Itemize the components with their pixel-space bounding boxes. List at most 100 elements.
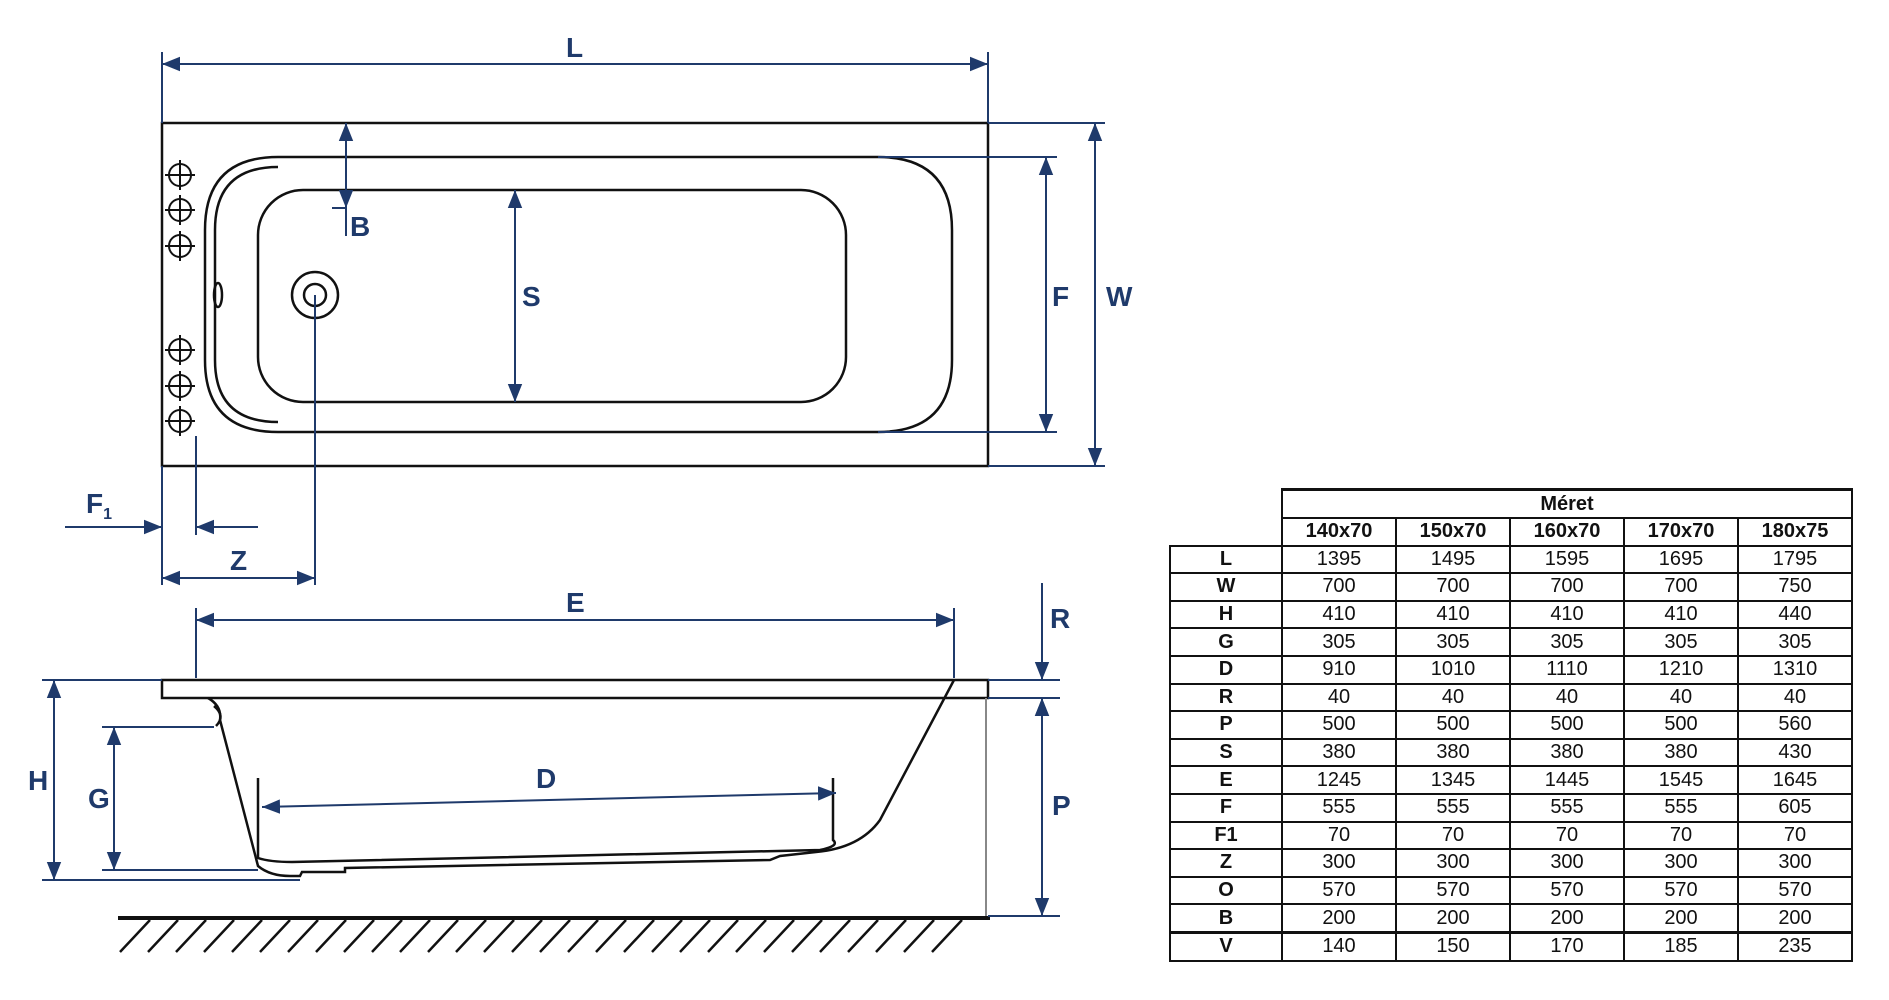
table-cell: 410	[1623, 599, 1739, 630]
hatch-line	[791, 919, 823, 953]
table-cell: 1245	[1281, 765, 1397, 795]
table-cell: 200	[1281, 903, 1397, 934]
table-cell: 1695	[1623, 544, 1739, 575]
hatch-line	[287, 919, 319, 953]
top-view	[160, 121, 990, 468]
table-cell: 500	[1395, 710, 1511, 740]
table-cell: 305	[1737, 627, 1853, 657]
table-cell: 170	[1509, 930, 1625, 962]
label-D: D	[536, 763, 556, 794]
table-column-header: 150x70	[1395, 517, 1511, 547]
table-cell: 570	[1395, 875, 1511, 906]
table-cell: 305	[1509, 627, 1625, 657]
tub-shell-inner	[256, 778, 837, 864]
top-view-dimensions	[65, 52, 1105, 586]
table-column-header: 170x70	[1623, 517, 1739, 547]
table-cell: 1445	[1509, 765, 1625, 795]
hatch-line	[483, 919, 515, 953]
table-cell: 70	[1623, 820, 1739, 851]
table-cell: 300	[1623, 848, 1739, 878]
table-corner-2	[1170, 518, 1282, 546]
table-cell: 555	[1623, 792, 1739, 823]
table-cell: 500	[1281, 710, 1397, 740]
table-cell: 910	[1281, 654, 1397, 685]
label-R: R	[1050, 603, 1070, 634]
label-F1: F1	[86, 488, 112, 523]
table-cell: 140	[1281, 930, 1397, 962]
table-cell: 700	[1509, 572, 1625, 602]
table-cell: 1010	[1395, 654, 1511, 685]
hatch-line	[259, 919, 291, 953]
hatch-line	[427, 919, 459, 953]
dimension-labels: L W F S B F1 Z E R H G D P	[28, 32, 1133, 821]
hatch-line	[315, 919, 347, 953]
table-cell: 300	[1737, 848, 1853, 878]
table-cell: 40	[1509, 682, 1625, 713]
table-row-label: P	[1169, 710, 1283, 740]
hatch-line	[231, 919, 263, 953]
hatch-line	[119, 919, 151, 953]
table-cell: 1495	[1395, 544, 1511, 575]
table-cell: 200	[1623, 903, 1739, 934]
table-row-label: Z	[1169, 848, 1283, 878]
hatch-line	[847, 919, 879, 953]
table-cell: 1795	[1737, 544, 1853, 575]
hatch-line	[679, 919, 711, 953]
table-cell: 555	[1281, 792, 1397, 823]
label-G: G	[88, 783, 110, 814]
table-cell: 235	[1737, 930, 1853, 962]
hatch-line	[931, 919, 963, 953]
hatch-line	[399, 919, 431, 953]
table-row-label: O	[1169, 875, 1283, 906]
table-cell: 200	[1737, 903, 1853, 934]
hatch-line	[343, 919, 375, 953]
tub-rim-side	[160, 678, 990, 700]
side-view-dimensions	[42, 583, 1060, 917]
hatch-line	[903, 919, 935, 953]
label-E: E	[566, 587, 585, 618]
table-cell: 1110	[1509, 654, 1625, 685]
hatch-line	[875, 919, 907, 953]
table-cell: 40	[1395, 682, 1511, 713]
table-cell: 555	[1395, 792, 1511, 823]
hatch-line	[595, 919, 627, 953]
table-cell: 570	[1509, 875, 1625, 906]
table-cell: 570	[1623, 875, 1739, 906]
table-cell: 380	[1395, 737, 1511, 768]
table-cell: 40	[1623, 682, 1739, 713]
hatch-line	[371, 919, 403, 953]
table-cell: 305	[1281, 627, 1397, 657]
table-cell: 570	[1737, 875, 1853, 906]
table-row-label: H	[1169, 599, 1283, 630]
tub-basin-floor	[256, 188, 848, 404]
table-column-header: 140x70	[1281, 517, 1397, 547]
hatch-line	[819, 919, 851, 953]
table-cell: 200	[1395, 903, 1511, 934]
table-row-label: G	[1169, 627, 1283, 657]
hatch-line	[735, 919, 767, 953]
table-cell: 305	[1623, 627, 1739, 657]
table-cell: 1210	[1623, 654, 1739, 685]
table-cell: 700	[1281, 572, 1397, 602]
table-cell: 500	[1623, 710, 1739, 740]
table-cell: 555	[1509, 792, 1625, 823]
table-cell: 410	[1395, 599, 1511, 630]
table-cell: 70	[1737, 820, 1853, 851]
label-F: F	[1052, 281, 1069, 312]
table-column-header: 160x70	[1509, 517, 1625, 547]
table-cell: 700	[1623, 572, 1739, 602]
table-cell: 200	[1509, 903, 1625, 934]
